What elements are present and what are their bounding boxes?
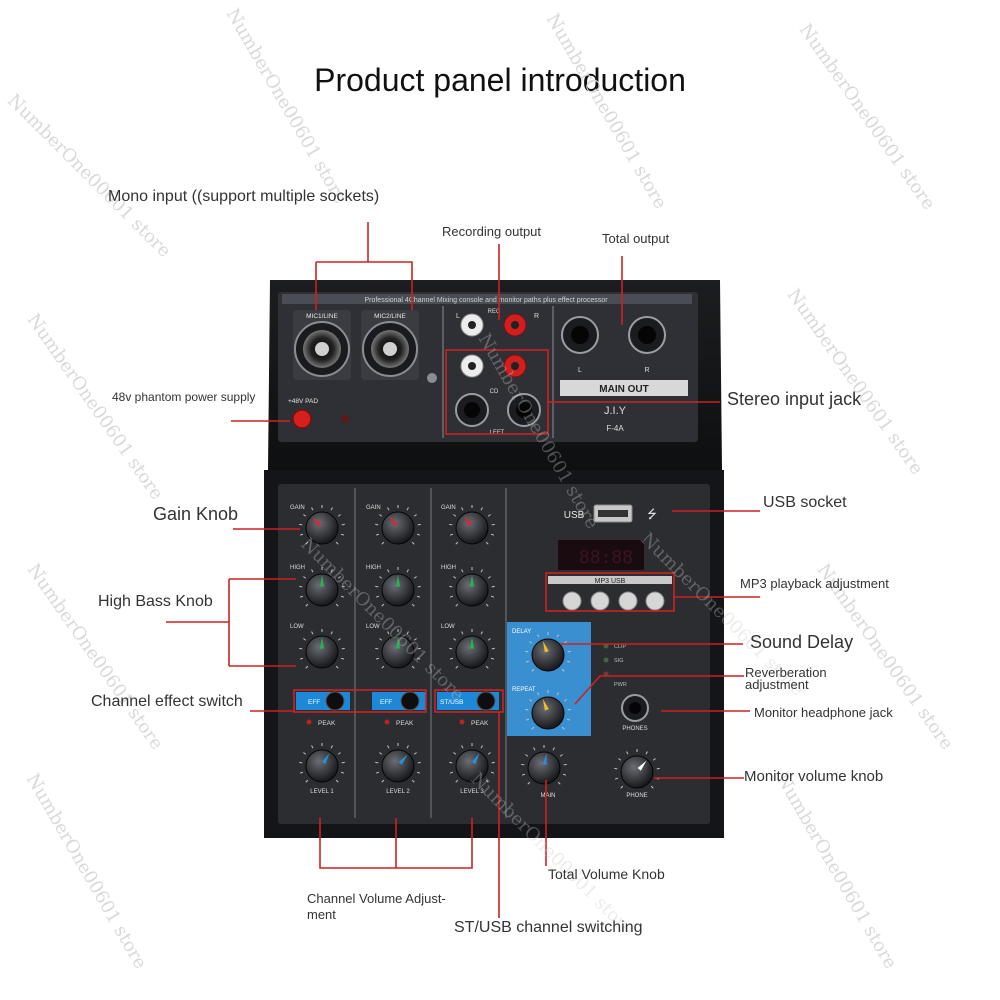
delay-knob[interactable] <box>525 632 571 672</box>
ch2-level-label: LEVEL 2 <box>386 789 410 795</box>
main-out-l-label: L <box>578 367 582 374</box>
main-volume-knob[interactable] <box>521 745 567 785</box>
main-out-label: MAIN OUT <box>599 384 648 395</box>
mp3-buttons <box>562 591 665 611</box>
ch2-low-knob[interactable] <box>375 629 421 669</box>
rca-rec-jacks: REC L R <box>456 309 539 337</box>
ch1-gain-knob[interactable] <box>299 505 345 545</box>
left-label: LEFT <box>490 430 505 436</box>
clip-label: CLIP <box>614 644 627 650</box>
ch1-eff-label: EFF <box>308 699 320 706</box>
ch3-gain-label: GAIN <box>441 505 456 511</box>
label-total-output: Total output <box>602 231 670 246</box>
label-mono-input: Mono input ((support multiple sockets) <box>108 188 380 205</box>
usb-label: USB <box>564 510 585 521</box>
mp3-display-readout: 88:88 <box>579 547 633 568</box>
ch1-high-knob[interactable] <box>299 567 345 607</box>
mic1-jack-group: MIC1/LINE <box>293 310 351 380</box>
phone-label: PHONE <box>626 793 647 799</box>
mic2-jack-group: MIC2/LINE <box>361 310 419 380</box>
label-channel-effect-switch: Channel effect switch <box>91 693 243 710</box>
sig-label: SIG <box>614 658 623 664</box>
label-mp3-playback: MP3 playback adjustment <box>740 576 889 591</box>
main-out-r-label: R <box>644 367 649 374</box>
label-stereo-input-jack: Stereo input jack <box>727 389 862 409</box>
label-phantom-power: 48v phantom power supply <box>112 390 256 404</box>
rec-label: REC <box>488 309 501 315</box>
ch3-gain-knob[interactable] <box>449 505 495 545</box>
stereo-input-jacks: LEFT <box>455 393 541 436</box>
rca-cd-jacks: CD <box>460 354 527 395</box>
ch1-level-knob[interactable] <box>299 743 345 783</box>
usb-icon: ⭍ <box>647 507 657 521</box>
repeat-knob[interactable] <box>525 690 571 730</box>
label-recording-output: Recording output <box>442 224 542 239</box>
ch2-peak-label: PEAK <box>396 720 414 727</box>
header-text: Professional 4Channel Mixing console and… <box>364 297 608 304</box>
phones-label: PHONES <box>622 726 647 732</box>
ch1-high-label: HIGH <box>290 565 305 571</box>
mic1-label: MIC1/LINE <box>306 313 338 320</box>
pwr-label: PWR <box>614 682 627 688</box>
phone-volume-knob[interactable] <box>614 749 660 789</box>
ch3-high-label: HIGH <box>441 565 456 571</box>
main-label: MAIN <box>541 793 556 799</box>
ch2-high-label: HIGH <box>366 565 381 571</box>
knobs-group <box>299 505 660 789</box>
mic2-label: MIC2/LINE <box>374 313 406 320</box>
ch3-low-label: LOW <box>441 624 455 630</box>
ch1-peak-label: PEAK <box>318 720 336 727</box>
ch2-eff-label: EFF <box>380 699 392 706</box>
label-channel-volume-2: ment <box>307 907 336 922</box>
st-usb-label: ST/USB <box>440 699 463 706</box>
cd-label: CD <box>490 389 499 395</box>
mp3-display <box>558 540 644 570</box>
repeat-label: REPEAT <box>512 687 536 693</box>
effect-switch-row: EFF EFF ST/USB PEAK PEAK PEAK <box>296 691 499 727</box>
label-reverberation-2: adjustment <box>745 677 809 692</box>
rca-l-label: L <box>456 313 460 320</box>
ch1-level-label: LEVEL 1 <box>310 789 334 795</box>
rca-r-label: R <box>534 313 539 320</box>
ch3-high-knob[interactable] <box>449 567 495 607</box>
ch2-level-knob[interactable] <box>375 743 421 783</box>
ch1-low-knob[interactable] <box>299 629 345 669</box>
label-high-bass-knob: High Bass Knob <box>98 593 213 610</box>
ch2-high-knob[interactable] <box>375 567 421 607</box>
label-usb-socket: USB socket <box>763 494 847 511</box>
ch2-low-label: LOW <box>366 624 380 630</box>
page-title: Product panel introduction <box>314 62 686 98</box>
mp3-strip-label: MP3 USB <box>595 578 626 585</box>
ch3-level-knob[interactable] <box>449 743 495 783</box>
label-reverberation: Reverberation <box>745 665 827 680</box>
headphone-jack-group: PHONES <box>621 694 649 732</box>
delay-label: DELAY <box>512 629 531 635</box>
label-total-volume-knob: Total Volume Knob <box>548 866 665 882</box>
model-label: F-4A <box>606 424 624 433</box>
ch2-gain-label: GAIN <box>366 505 381 511</box>
ch3-peak-label: PEAK <box>471 720 489 727</box>
label-sound-delay: Sound Delay <box>750 632 854 652</box>
label-channel-volume: Channel Volume Adjust- <box>307 891 446 906</box>
main-out-jacks: L R MAIN OUT J.I.Y F-4A <box>560 316 688 433</box>
ch3-low-knob[interactable] <box>449 629 495 669</box>
label-monitor-volume-knob: Monitor volume knob <box>744 768 884 785</box>
label-st-usb-switching: ST/USB channel switching <box>454 919 643 936</box>
label-monitor-headphone-jack: Monitor headphone jack <box>754 705 893 720</box>
ch1-low-label: LOW <box>290 624 304 630</box>
label-gain-knob: Gain Knob <box>153 504 239 524</box>
brand-label: J.I.Y <box>604 405 627 417</box>
pad-label: +48V PAD <box>288 398 318 405</box>
ch2-gain-knob[interactable] <box>375 505 421 545</box>
annotation-lines <box>166 222 760 918</box>
ch1-gain-label: GAIN <box>290 505 305 511</box>
phantom-power-button <box>292 409 312 429</box>
ch3-level-label: LEVEL 3 <box>460 789 484 795</box>
